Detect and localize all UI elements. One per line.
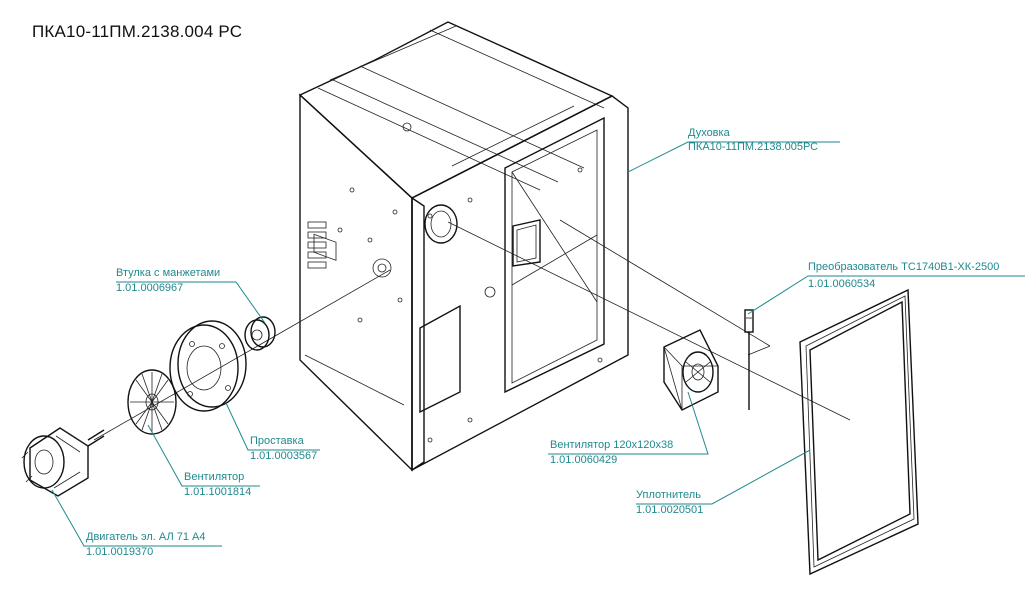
callout-bushing: Втулка с манжетами 1.01.0006967 [116, 267, 220, 294]
callout-impeller: Вентилятор 1.01.1001814 [184, 471, 251, 498]
callout-bushing-code: 1.01.0006967 [116, 282, 183, 294]
callout-fan-code: 1.01.0060429 [550, 454, 617, 466]
callout-motor: Двигатель эл. АЛ 71 А4 1.01.0019370 [86, 531, 205, 558]
callout-oven-code: ПКА10-11ПМ.2138.005РС [688, 141, 818, 153]
callout-motor-name: Двигатель эл. АЛ 71 А4 [86, 531, 205, 543]
callout-spacer: Проставка 1.01.0003567 [250, 435, 317, 462]
motor-part [21, 427, 105, 497]
terminal-block [307, 221, 327, 269]
impeller-part [127, 369, 177, 435]
sensor-part [744, 309, 754, 410]
explode-axis-lines [93, 219, 851, 441]
callout-spacer-name: Проставка [250, 435, 305, 447]
callout-motor-code: 1.01.0019370 [86, 546, 153, 558]
oven-housing [298, 21, 629, 472]
callout-spacer-code: 1.01.0003567 [250, 450, 317, 462]
callout-leaders [51, 141, 1025, 547]
callout-oven: Духовка ПКА10-11ПМ.2138.005РС [688, 127, 818, 153]
callout-sensor: Преобразователь ТС1740В1-ХК-2500 1.01.00… [808, 261, 999, 290]
callout-oven-name: Духовка [688, 127, 731, 139]
spacer-part [169, 320, 247, 412]
seal-part [799, 288, 919, 576]
callout-sensor-name: Преобразователь ТС1740В1-ХК-2500 [808, 261, 999, 273]
callout-impeller-code: 1.01.1001814 [184, 486, 251, 498]
callout-seal-code: 1.01.0020501 [636, 504, 703, 516]
callout-bushing-name: Втулка с манжетами [116, 267, 220, 279]
callout-seal-name: Уплотнитель [636, 489, 701, 501]
callout-seal: Уплотнитель 1.01.0020501 [636, 489, 703, 516]
document-title: ПКА10-11ПМ.2138.004 РС [32, 22, 243, 41]
bushing-part [244, 316, 276, 351]
callout-impeller-name: Вентилятор [184, 471, 244, 483]
fan-part [663, 329, 719, 411]
callout-fan: Вентилятор 120x120x38 1.01.0060429 [550, 439, 673, 466]
callout-fan-name: Вентилятор 120x120x38 [550, 439, 673, 451]
callout-sensor-code: 1.01.0060534 [808, 278, 875, 290]
